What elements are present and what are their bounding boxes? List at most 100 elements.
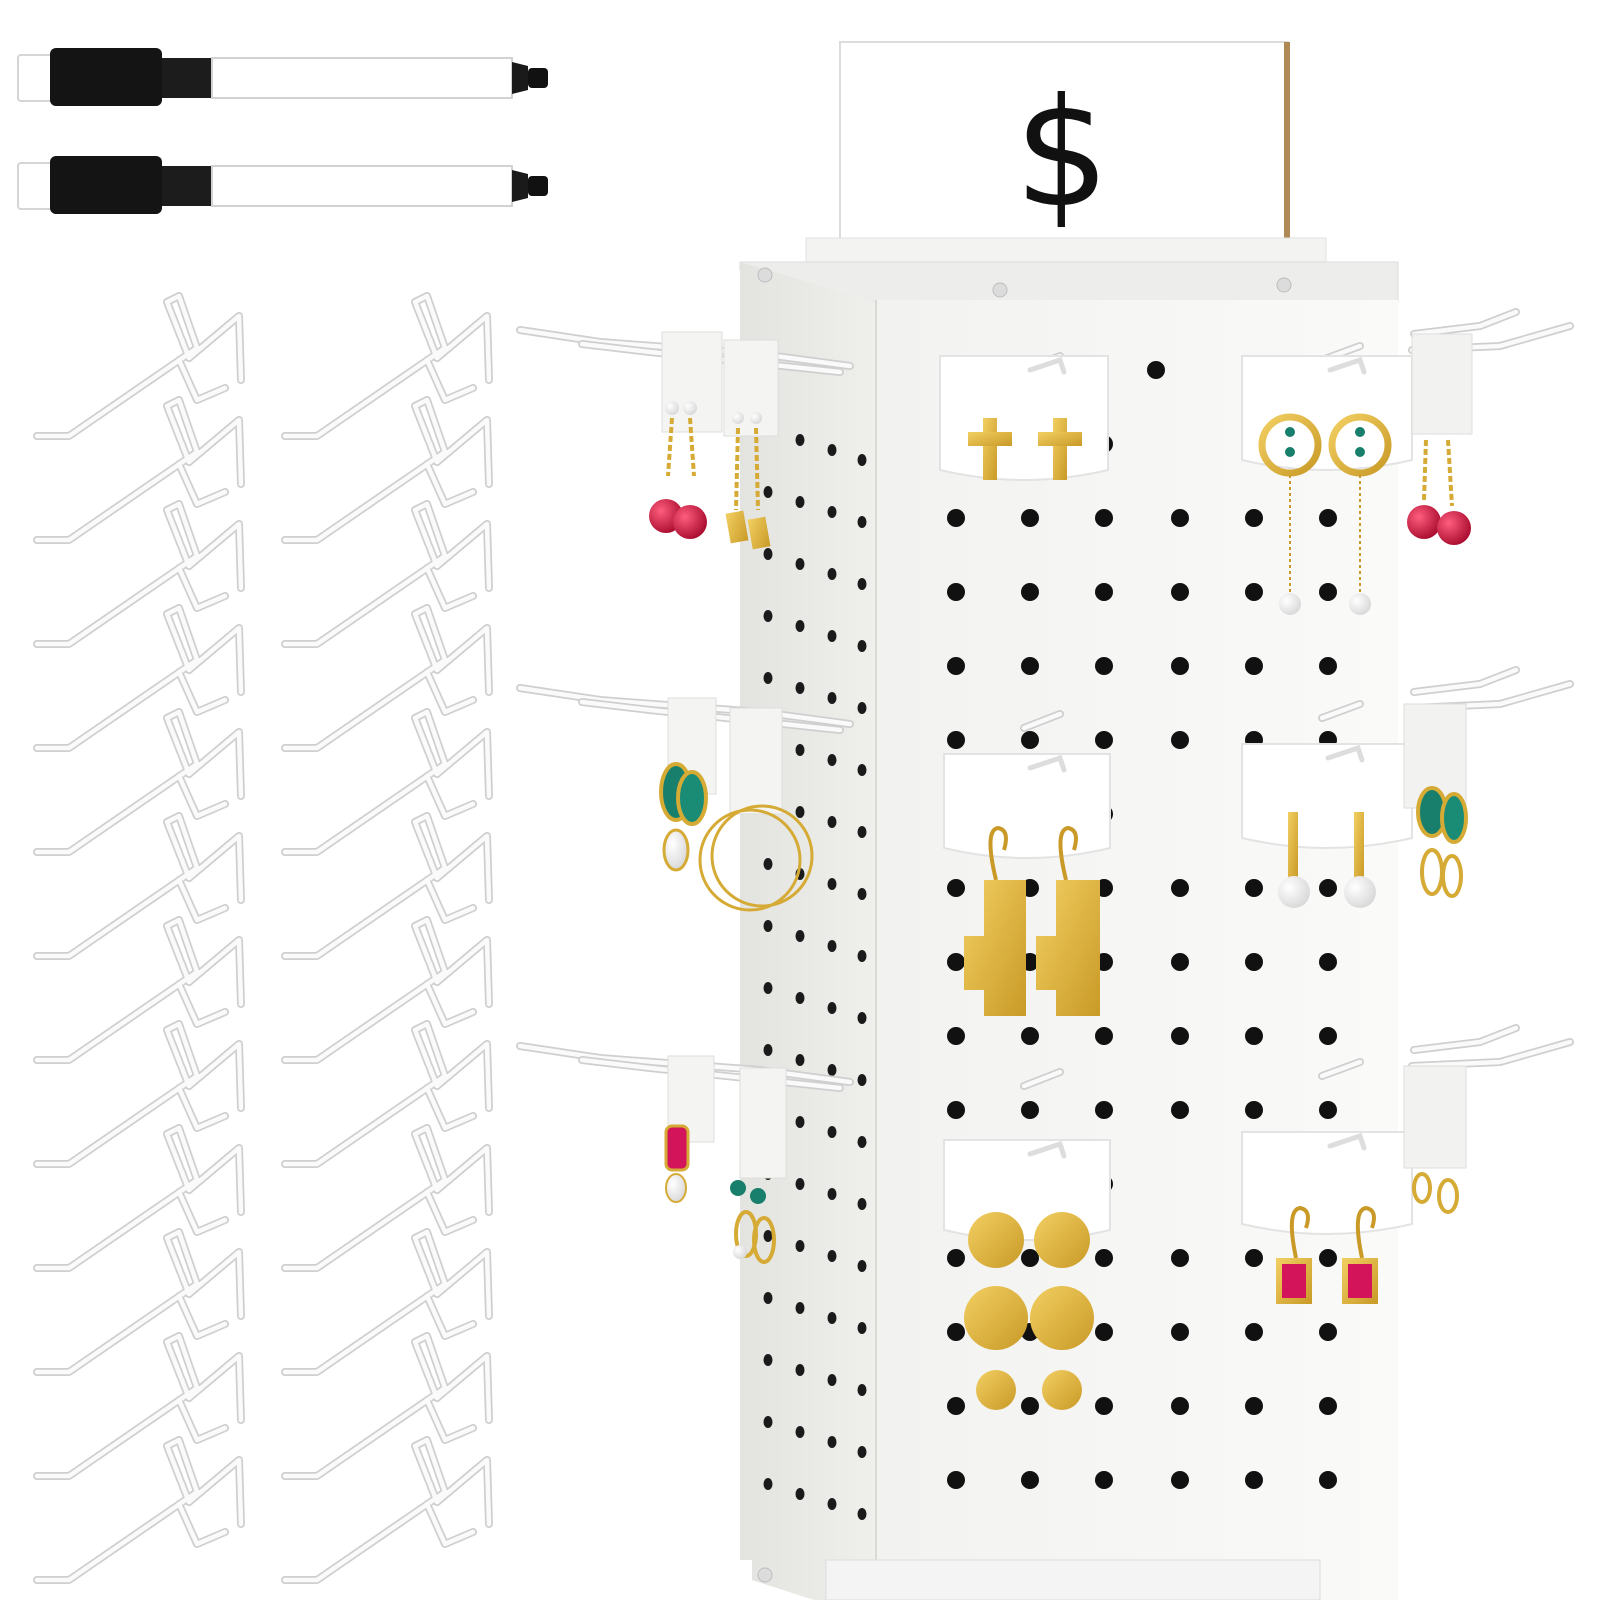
earring-icon	[698, 804, 814, 912]
small-drop-earring-card	[664, 1055, 715, 1203]
rack-side-panel	[740, 262, 876, 1600]
pegboard-hook-icon	[285, 1336, 489, 1476]
peg-hole	[763, 672, 773, 684]
peg-hole	[827, 1374, 837, 1386]
pegboard-hook-icon	[285, 1232, 489, 1372]
pegboard-hook-icon	[285, 816, 489, 956]
peg-hole	[763, 982, 773, 994]
loose-hooks-group	[37, 296, 489, 1580]
right-teal-oval-earring-card	[1403, 703, 1468, 898]
marker-group	[17, 48, 548, 214]
earring-icon	[964, 825, 1100, 1016]
peg-hole	[1095, 657, 1113, 675]
earring-icon	[1278, 812, 1376, 908]
pegboard-hook-icon	[1021, 711, 1063, 731]
earring-icon	[649, 401, 707, 539]
peg-hole	[1095, 1471, 1113, 1489]
peg-hole	[1245, 1397, 1263, 1415]
peg-hole	[795, 1054, 805, 1066]
peg-hole	[795, 496, 805, 508]
geometric-drop-earring-card	[943, 753, 1111, 1016]
peg-hole	[795, 930, 805, 942]
price-sign-text: $	[1014, 67, 1109, 241]
peg-hole	[1021, 1249, 1039, 1267]
peg-hole	[1319, 583, 1337, 601]
price-sign-board	[839, 41, 1289, 253]
earring-icon	[1412, 1172, 1459, 1214]
pegboard-hook-icon	[37, 1232, 241, 1372]
peg-hole	[1171, 657, 1189, 675]
peg-hole	[1021, 731, 1039, 749]
peg-hole	[1171, 953, 1189, 971]
pegboard-hook-icon	[1319, 1059, 1363, 1079]
peg-hole	[1319, 1101, 1337, 1119]
peg-hole	[827, 1436, 837, 1448]
pegboard-hook-icon	[37, 816, 241, 956]
peg-hole	[763, 1416, 773, 1428]
peg-hole	[827, 1250, 837, 1262]
peg-hole	[827, 1312, 837, 1324]
peg-hole	[763, 858, 773, 870]
peg-hole	[827, 692, 837, 704]
peg-hole	[795, 1364, 805, 1376]
earring-icon	[664, 1124, 690, 1203]
peg-hole	[827, 444, 837, 456]
peg-hole	[857, 640, 867, 652]
peg-hole	[1245, 1323, 1263, 1341]
marker-icon	[17, 48, 548, 106]
peg-hole	[1095, 1323, 1113, 1341]
peg-hole	[1245, 1471, 1263, 1489]
peg-hole	[827, 1498, 837, 1510]
peg-hole	[795, 620, 805, 632]
peg-hole	[947, 1397, 965, 1415]
peg-hole	[1095, 1397, 1113, 1415]
peg-hole	[763, 1354, 773, 1366]
pegboard-hook-icon	[285, 400, 489, 540]
pegboard-hook-icon	[37, 1024, 241, 1164]
peg-hole	[1319, 953, 1337, 971]
peg-hole	[1147, 361, 1165, 379]
peg-hole	[1021, 583, 1039, 601]
pegboard-hook-icon	[1411, 1025, 1519, 1053]
peg-hole	[1021, 657, 1039, 675]
earring-icon	[1416, 786, 1468, 898]
peg-hole	[795, 992, 805, 1004]
pegboard-hook-icon	[1411, 309, 1519, 337]
teal-oval-earring-card	[659, 697, 717, 872]
pegboard-hook-icon	[1409, 1039, 1573, 1069]
peg-hole	[827, 940, 837, 952]
peg-hole	[857, 1322, 867, 1334]
teal-dot-earring-card	[730, 1067, 787, 1264]
peg-hole	[857, 1136, 867, 1148]
peg-hole	[947, 953, 965, 971]
peg-hole	[947, 879, 965, 897]
pegboard-hook-icon	[37, 1336, 241, 1476]
peg-hole	[1171, 1249, 1189, 1267]
peg-hole	[857, 1446, 867, 1458]
pegboard-hook-icon	[1319, 701, 1363, 721]
pegboard-hook-icon	[37, 1440, 241, 1580]
peg-hole	[795, 682, 805, 694]
peg-hole	[947, 1323, 965, 1341]
peg-hole	[857, 702, 867, 714]
earring-icon	[1258, 413, 1392, 615]
peg-hole	[857, 1198, 867, 1210]
right-red-bead-earring-card	[1407, 333, 1473, 545]
peg-hole	[763, 610, 773, 622]
pegboard-hook-icon	[285, 608, 489, 748]
peg-hole	[1171, 1027, 1189, 1045]
peg-hole	[947, 1249, 965, 1267]
earring-icon	[968, 418, 1082, 480]
peg-hole	[857, 1012, 867, 1024]
peg-hole	[763, 548, 773, 560]
peg-hole	[827, 630, 837, 642]
peg-hole	[1095, 509, 1113, 527]
pegboard-hook-icon	[285, 1440, 489, 1580]
peg-hole	[1245, 1027, 1263, 1045]
peg-hole	[947, 509, 965, 527]
pegboard-hook-icon	[37, 400, 241, 540]
peg-hole	[947, 731, 965, 749]
peg-hole	[827, 1188, 837, 1200]
earring-icon	[659, 762, 708, 872]
earring-icon	[725, 412, 771, 550]
